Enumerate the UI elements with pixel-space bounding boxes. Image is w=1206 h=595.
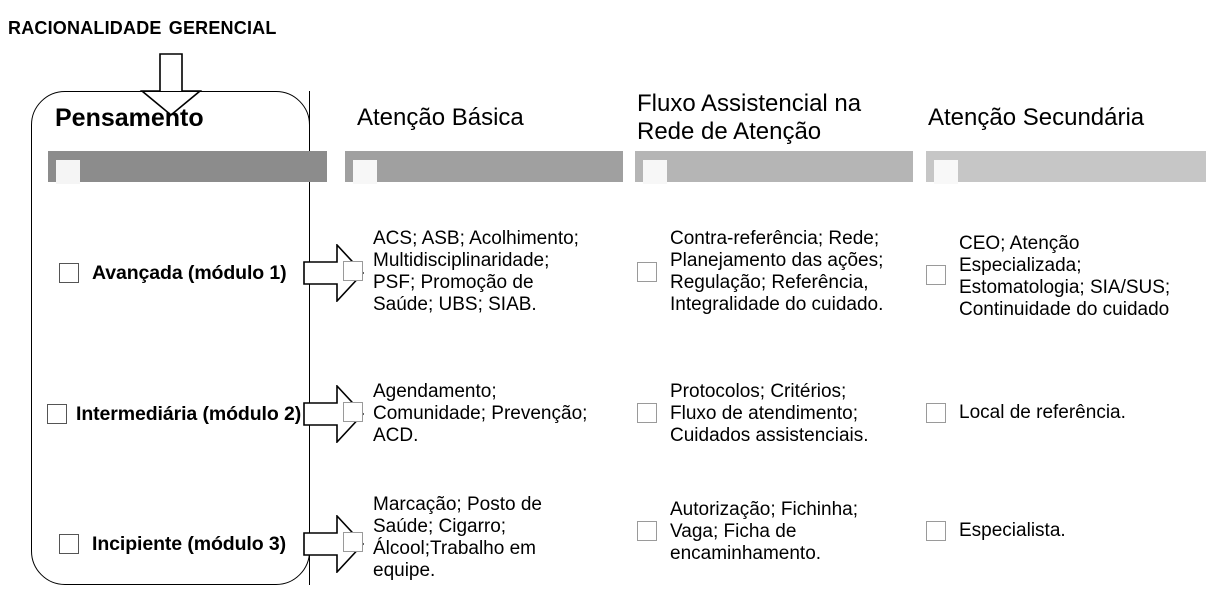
row-level-label: Incipiente (módulo 3)	[92, 533, 286, 555]
right-arrow-icon	[303, 385, 365, 443]
row-cell-text: Protocolos; Critérios; Fluxo de atendime…	[670, 381, 869, 446]
row-incipiente-atencao-basica-box	[343, 532, 363, 552]
right-arrow-icon	[303, 515, 365, 573]
row-incipiente-atencao-basica: Marcação; Posto de Saúde; Cigarro; Álcoo…	[373, 494, 542, 582]
row-intermediaria-atencao-basica: Agendamento; Comunidade; Prevenção; ACD.	[373, 381, 587, 447]
checkbox-icon[interactable]	[637, 521, 657, 541]
checkbox-icon[interactable]	[926, 265, 946, 285]
column-heading-pensamento: Pensamento	[55, 104, 204, 132]
checkbox-icon[interactable]	[926, 521, 946, 541]
column-heading-atencao-secundaria: Atenção Secundária	[928, 104, 1145, 131]
right-arrow-icon	[303, 244, 365, 302]
row-avancada-atencao-basica-box	[343, 261, 363, 281]
column-heading-fluxo-assistencial: Fluxo Assistencial na Rede de Atenção	[637, 90, 862, 145]
column-heading-atencao-basica: Atenção Básica	[357, 104, 524, 131]
row-level-label: Intermediária (módulo 2)	[76, 403, 302, 425]
checkbox-icon[interactable]	[47, 404, 67, 424]
row-intermediaria-atencao-basica-box	[343, 402, 363, 422]
row-intermediaria-level[interactable]: Intermediária (módulo 2)	[47, 403, 301, 425]
page-title: Racionalidade Gerencial	[8, 12, 277, 40]
bar-chip	[643, 160, 667, 184]
row-avancada-secundaria: CEO; Atenção Especializada; Estomatologi…	[926, 233, 1170, 321]
header-bar-atencao-secundaria	[926, 151, 1206, 184]
checkbox-icon[interactable]	[637, 262, 657, 282]
header-bar-fluxo-assistencial	[635, 151, 913, 184]
row-cell-text: Autorização; Fichinha; Vaga; Ficha de en…	[670, 499, 858, 564]
row-incipiente-level[interactable]: Incipiente (módulo 3)	[59, 533, 286, 555]
row-cell-text: Contra-referência; Rede; Planejamento da…	[670, 228, 884, 315]
row-cell-text: Local de referência.	[959, 402, 1126, 423]
header-bar-pensamento	[48, 151, 327, 184]
row-cell-text: ACS; ASB; Acolhimento; Multidisciplinari…	[373, 228, 579, 315]
row-avancada-atencao-basica: ACS; ASB; Acolhimento; Multidisciplinari…	[373, 228, 579, 316]
row-incipiente-secundaria: Especialista.	[926, 520, 1066, 542]
row-cell-text: Agendamento; Comunidade; Prevenção; ACD.	[373, 381, 588, 446]
row-intermediaria-secundaria: Local de referência.	[926, 402, 1126, 424]
checkbox-icon[interactable]	[343, 402, 363, 422]
bar-chip	[353, 160, 377, 184]
checkbox-icon[interactable]	[926, 403, 946, 423]
pensamento-spine	[309, 91, 310, 585]
row-incipiente-fluxo: Autorização; Fichinha; Vaga; Ficha de en…	[637, 499, 858, 565]
checkbox-icon[interactable]	[59, 263, 79, 283]
checkbox-icon[interactable]	[343, 261, 363, 281]
row-avancada-fluxo: Contra-referência; Rede; Planejamento da…	[637, 228, 883, 316]
row-cell-text: CEO; Atenção Especializada; Estomatologi…	[959, 233, 1171, 320]
checkbox-icon[interactable]	[59, 534, 79, 554]
header-bar-atencao-basica	[345, 151, 623, 184]
checkbox-icon[interactable]	[343, 532, 363, 552]
bar-chip	[56, 160, 80, 184]
checkbox-icon[interactable]	[637, 403, 657, 423]
row-cell-text: Especialista.	[959, 520, 1066, 541]
row-level-label: Avançada (módulo 1)	[92, 262, 287, 284]
row-avancada-level[interactable]: Avançada (módulo 1)	[59, 262, 287, 284]
row-cell-text: Marcação; Posto de Saúde; Cigarro; Álcoo…	[373, 494, 542, 581]
row-intermediaria-fluxo: Protocolos; Critérios; Fluxo de atendime…	[637, 381, 869, 447]
bar-chip	[934, 160, 958, 184]
